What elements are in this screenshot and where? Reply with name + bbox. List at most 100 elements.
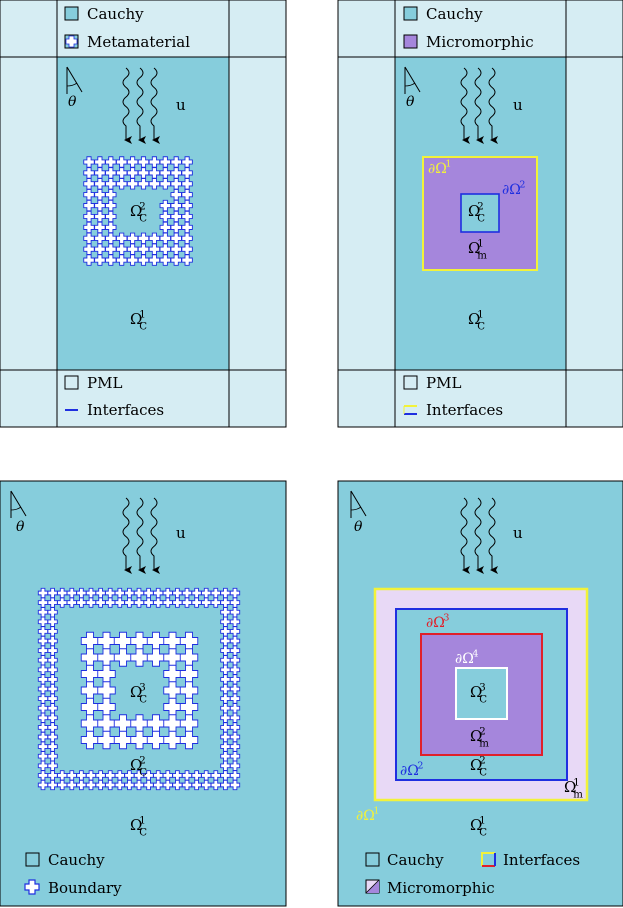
metamaterial-cross bbox=[181, 254, 193, 266]
metamaterial-swatch-icon bbox=[64, 34, 79, 49]
legend-label: Interfaces bbox=[426, 401, 503, 419]
metamaterial-cross bbox=[126, 178, 139, 190]
metamaterial-cross bbox=[153, 779, 164, 791]
metamaterial-cross bbox=[179, 730, 199, 750]
displacement-label: u bbox=[176, 524, 186, 542]
metamaterial-cross bbox=[95, 597, 106, 608]
metamaterial-cross bbox=[146, 730, 166, 750]
interfaces-swatch-icon bbox=[481, 852, 496, 867]
pml-bottom-center bbox=[394, 369, 567, 428]
pml-swatch-icon bbox=[403, 375, 418, 390]
wave-arrow bbox=[474, 67, 484, 144]
metamaterial-cross bbox=[172, 779, 183, 791]
yellow-blue-interface-icon bbox=[403, 405, 417, 415]
legend-label: Interfaces bbox=[503, 851, 580, 869]
metamaterial-cross bbox=[143, 779, 154, 791]
math-label: ∂Ω4 bbox=[455, 649, 478, 667]
pml-top-center bbox=[56, 0, 230, 58]
metamaterial-cross bbox=[66, 597, 77, 608]
metamaterial-cross bbox=[95, 779, 106, 791]
pml-bottom-center bbox=[56, 369, 230, 428]
legend-label: Interfaces bbox=[87, 401, 164, 419]
cauchy-domain bbox=[56, 56, 230, 371]
legend-label: Cauchy bbox=[48, 851, 105, 869]
metamaterial-cross bbox=[37, 779, 49, 791]
metamaterial-cross-array bbox=[83, 156, 193, 266]
legend-label: PML bbox=[426, 374, 461, 392]
metamaterial-cross bbox=[201, 597, 212, 608]
cauchy-swatch-icon bbox=[64, 6, 79, 21]
incident-waves bbox=[122, 67, 160, 144]
wave-arrow bbox=[474, 497, 484, 574]
legend-label: Cauchy bbox=[387, 851, 444, 869]
incidence-angle-icon bbox=[66, 66, 83, 94]
wave-arrow bbox=[122, 497, 132, 574]
metamaterial-cross bbox=[83, 254, 95, 266]
metamaterial-cross bbox=[210, 597, 221, 608]
incidence-angle-icon bbox=[404, 66, 421, 94]
metamaterial-cross bbox=[220, 779, 231, 791]
incident-waves bbox=[460, 67, 498, 144]
wave-arrow bbox=[150, 497, 160, 574]
metamaterial-cross bbox=[94, 254, 106, 266]
wave-arrow bbox=[136, 67, 146, 144]
legend-label: Cauchy bbox=[426, 5, 483, 23]
metamaterial-cross bbox=[105, 254, 117, 266]
metamaterial-cross bbox=[210, 779, 221, 791]
wave-arrow bbox=[488, 67, 498, 144]
metamaterial-cross bbox=[113, 730, 133, 750]
metamaterial-cross bbox=[181, 597, 193, 608]
metamaterial-cross bbox=[124, 779, 135, 791]
micromorphic-swatch-icon bbox=[403, 34, 418, 49]
panel-a: Cauchy Metamaterial PML Interfaces θ u Ω… bbox=[0, 0, 287, 428]
metamaterial-cross bbox=[172, 597, 183, 608]
math-label: ∂Ω1 bbox=[428, 159, 451, 177]
wave-arrow bbox=[150, 67, 160, 144]
metamaterial-cross bbox=[57, 597, 68, 608]
incident-waves bbox=[122, 497, 160, 574]
legend-label: Metamaterial bbox=[87, 33, 190, 51]
displacement-label: u bbox=[176, 96, 186, 114]
metamaterial-cross bbox=[114, 779, 125, 791]
metamaterial-cross bbox=[148, 178, 161, 190]
metamaterial-cross bbox=[229, 779, 241, 791]
metamaterial-cross bbox=[130, 648, 149, 667]
metamaterial-cross bbox=[76, 597, 87, 608]
metamaterial-cross bbox=[57, 779, 68, 791]
wave-arrow bbox=[460, 497, 470, 574]
boundary-label: ∂Ω2 bbox=[502, 180, 525, 198]
boundary-label: ∂Ω1 bbox=[428, 159, 451, 177]
inner-cauchy-core bbox=[460, 193, 500, 233]
metamaterial-cross bbox=[66, 779, 77, 791]
displacement-label: u bbox=[513, 524, 523, 542]
legend-label: Micromorphic bbox=[426, 33, 534, 51]
cauchy-domain bbox=[0, 480, 287, 907]
math-label: ∂Ω2 bbox=[502, 180, 525, 198]
metamaterial-cross bbox=[191, 597, 202, 608]
metamaterial-cross bbox=[159, 178, 171, 190]
pml-right-band bbox=[565, 56, 623, 371]
metamaterial-cross bbox=[113, 648, 133, 667]
metamaterial-cross bbox=[137, 178, 150, 190]
metamaterial-cross bbox=[47, 779, 58, 791]
